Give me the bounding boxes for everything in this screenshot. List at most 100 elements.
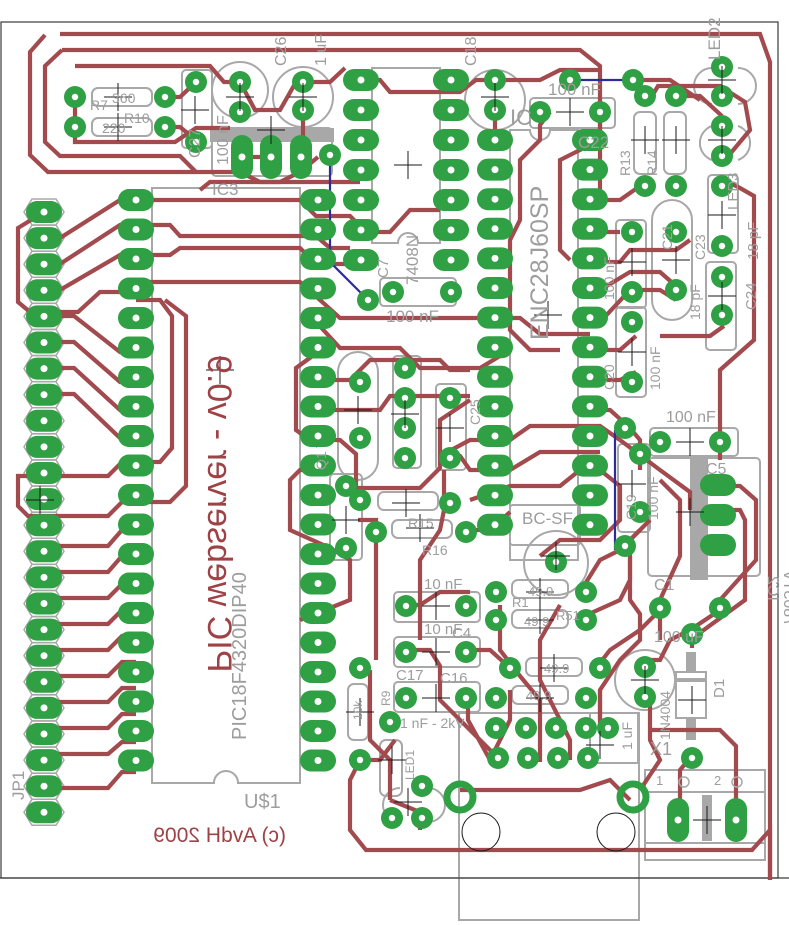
led2-pad-b-drill xyxy=(718,92,726,100)
c24-pad-a-drill xyxy=(718,273,726,281)
r16-outline xyxy=(391,519,453,539)
jp1-pad-drill xyxy=(40,391,48,399)
r7-pad-a-drill xyxy=(71,93,79,101)
c25-pad-b-drill xyxy=(446,454,454,462)
c19-pad-a-drill xyxy=(636,450,644,458)
rj45-pin-top-0-drill xyxy=(492,724,500,732)
ic1-pad-left-drill xyxy=(357,196,365,204)
c27-name: C27 xyxy=(187,129,204,158)
c27-pad-a-drill xyxy=(192,78,200,86)
origin-cross-icon xyxy=(693,806,721,834)
origin-cross-icon xyxy=(542,542,570,570)
enc-pad-right-drill xyxy=(586,136,594,144)
c1-value: 100 uF xyxy=(654,629,704,646)
origin-cross-icon xyxy=(104,83,132,111)
jp1-pad-drill xyxy=(40,443,48,451)
c25-pad-a-drill xyxy=(446,394,454,402)
origin-cross-icon xyxy=(344,396,372,424)
rj45-pin-bottom-3-drill xyxy=(584,754,592,762)
r10-outline xyxy=(91,117,153,137)
enc-pad-right-drill xyxy=(586,491,594,499)
c5-pad-b-drill xyxy=(716,438,724,446)
enc-pad-right-drill xyxy=(586,432,594,440)
r51-name: R51 xyxy=(556,608,580,623)
ic1-pad-left-drill xyxy=(357,76,365,84)
jp1-pad-drill xyxy=(40,626,48,634)
c24-pad-b-drill xyxy=(718,311,726,319)
led1-outline xyxy=(698,125,752,161)
d1-value: 1N4004 xyxy=(657,691,673,740)
enc-pad-left-drill xyxy=(491,166,499,174)
c21-value: 100 nF xyxy=(601,256,617,300)
us1-pad-right-drill xyxy=(314,757,322,764)
led2-name: LED2 xyxy=(705,17,724,60)
enc-pad-left-drill xyxy=(491,136,499,144)
via-top-drill xyxy=(629,76,637,84)
origin-cross-icon xyxy=(708,282,736,310)
r14-pad-a-drill xyxy=(672,92,680,100)
us1-pad-left-drill xyxy=(132,314,140,322)
us1-pad-right-drill xyxy=(314,314,322,322)
c18-name: C18 xyxy=(463,37,480,66)
ic3-via-drill xyxy=(326,151,334,159)
origin-cross-icon xyxy=(181,96,209,124)
q1-pad-2-drill xyxy=(356,496,364,504)
origin-cross-icon xyxy=(526,606,554,634)
origin-cross-icon xyxy=(662,246,690,274)
origin-cross-icon xyxy=(26,486,54,514)
jp1-name: JP1 xyxy=(9,771,28,800)
d1-pad-b-drill xyxy=(688,754,696,762)
c-elec-pad-a-drill xyxy=(236,78,244,86)
c27-pad-b-drill xyxy=(192,138,200,146)
c1-box-pad-b-drill xyxy=(716,604,724,612)
d1-lead-top xyxy=(686,652,696,672)
origin-cross-icon xyxy=(422,684,450,712)
ic1-pad-right-drill xyxy=(447,166,455,174)
origin-cross-icon xyxy=(104,113,132,141)
c17-pad-b-drill xyxy=(462,648,470,656)
us1-pad-right-drill xyxy=(314,580,322,587)
led1-pad-b-drill xyxy=(718,152,726,160)
r10-pad-a-drill xyxy=(71,123,79,131)
cc-pad-2-drill xyxy=(401,394,409,402)
c24-name: C24 xyxy=(743,282,760,310)
x1-name: X1 xyxy=(650,739,672,759)
c23-value: 18 pF xyxy=(745,222,762,260)
r9-value: 10k xyxy=(351,700,365,720)
rj45-mount-hole-left xyxy=(461,812,501,852)
r7-value: 360 xyxy=(112,90,136,106)
rj45-mount-hole-right xyxy=(596,812,636,852)
enc-pad-left-drill xyxy=(491,195,499,203)
us1-pad-right-drill xyxy=(314,491,322,499)
r13-pad-b-drill xyxy=(641,182,649,190)
c7-value: 100 nF xyxy=(386,307,439,326)
enc-pad-right-drill xyxy=(586,343,594,351)
us1-pad-right-drill xyxy=(314,403,322,410)
us1-pad-left-drill xyxy=(132,226,140,233)
origin-cross-icon xyxy=(226,83,254,111)
ic2-name: IC2 xyxy=(764,576,781,601)
c1-box-pad-a-drill xyxy=(656,604,664,612)
d1-band xyxy=(676,678,706,682)
us1-pad-left-drill xyxy=(132,668,140,676)
c1-pad-b-drill xyxy=(641,693,649,701)
jp1-pad-drill xyxy=(40,547,48,555)
origin-cross-icon xyxy=(526,684,554,712)
r14-name: R14 xyxy=(644,150,660,176)
c17-value: 10 nF xyxy=(424,621,462,638)
origin-cross-icon xyxy=(708,66,736,94)
c24-value: 18 pF xyxy=(687,284,703,320)
ic3-name: IC3 xyxy=(212,180,238,199)
origin-cross-icon xyxy=(436,414,464,442)
q1-name: Q1 xyxy=(313,451,329,470)
jp1-pad-drill xyxy=(40,730,48,738)
c4-value: 10 nF xyxy=(424,576,462,593)
x1-outline xyxy=(644,769,766,861)
jp1-pad-drill xyxy=(40,286,48,294)
us1-pad-right-drill xyxy=(314,698,322,705)
c19-name: C19 xyxy=(623,494,639,520)
enc-pad-left-drill xyxy=(491,432,499,440)
us1-pad-left-drill xyxy=(132,580,140,587)
ic3-pad-1-drill xyxy=(238,153,246,161)
